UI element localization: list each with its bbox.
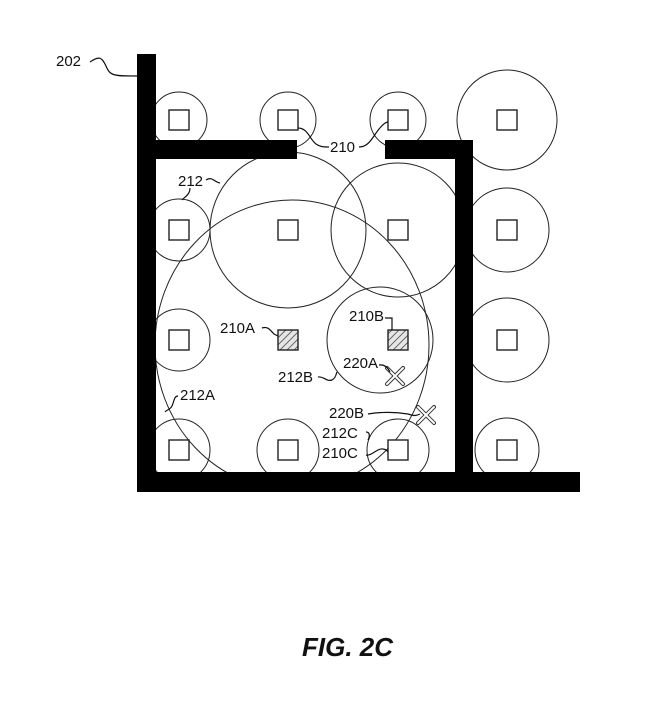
nodes xyxy=(168,109,518,461)
label-212c: 212C xyxy=(322,425,358,442)
node-210c xyxy=(387,439,409,461)
node xyxy=(277,219,299,241)
wall-top-left xyxy=(137,140,297,159)
leader-220a xyxy=(378,364,391,373)
node xyxy=(496,109,518,131)
wall-bottom xyxy=(137,472,580,492)
label-212b: 212B xyxy=(278,369,313,386)
label-210: 210 xyxy=(330,139,355,156)
leader-210a xyxy=(261,326,279,337)
leader-lines xyxy=(89,57,421,456)
label-220a: 220A xyxy=(343,355,378,372)
leader-212a xyxy=(164,395,179,413)
leader-210c xyxy=(365,448,389,456)
leader-212b xyxy=(317,371,338,382)
label-210a: 210A xyxy=(220,320,255,337)
coverage-ring-212b xyxy=(326,286,434,394)
leader-220b xyxy=(367,411,421,417)
node xyxy=(277,439,299,461)
leader-210-right xyxy=(358,121,389,148)
node xyxy=(496,439,518,461)
node xyxy=(496,219,518,241)
node xyxy=(168,219,190,241)
leader-202 xyxy=(89,57,138,77)
label-212a: 212A xyxy=(180,387,215,404)
leader-212 xyxy=(205,178,221,184)
label-202: 202 xyxy=(56,53,81,70)
location-220b-icon xyxy=(416,405,436,425)
leader-210-left xyxy=(297,127,330,148)
node-210 xyxy=(277,109,299,131)
figure-caption: FIG. 2C xyxy=(302,632,394,662)
coverage-ring xyxy=(456,69,558,171)
leader-212-small xyxy=(181,187,191,201)
label-212: 212 xyxy=(178,173,203,190)
node xyxy=(387,219,409,241)
wall-top-right xyxy=(385,140,473,159)
wall-right xyxy=(455,140,473,492)
walls-202 xyxy=(137,54,580,492)
leader-210b xyxy=(385,317,393,330)
wall-left xyxy=(137,54,156,492)
node xyxy=(496,329,518,351)
label-210b: 210B xyxy=(349,308,384,325)
label-210c: 210C xyxy=(322,445,358,462)
leader-212c xyxy=(365,431,370,441)
label-220b: 220B xyxy=(329,405,364,422)
node xyxy=(168,329,190,351)
node-210b-hatched xyxy=(387,329,409,351)
node xyxy=(168,109,190,131)
node-210a-hatched xyxy=(277,329,299,351)
node-210 xyxy=(387,109,409,131)
node xyxy=(168,439,190,461)
